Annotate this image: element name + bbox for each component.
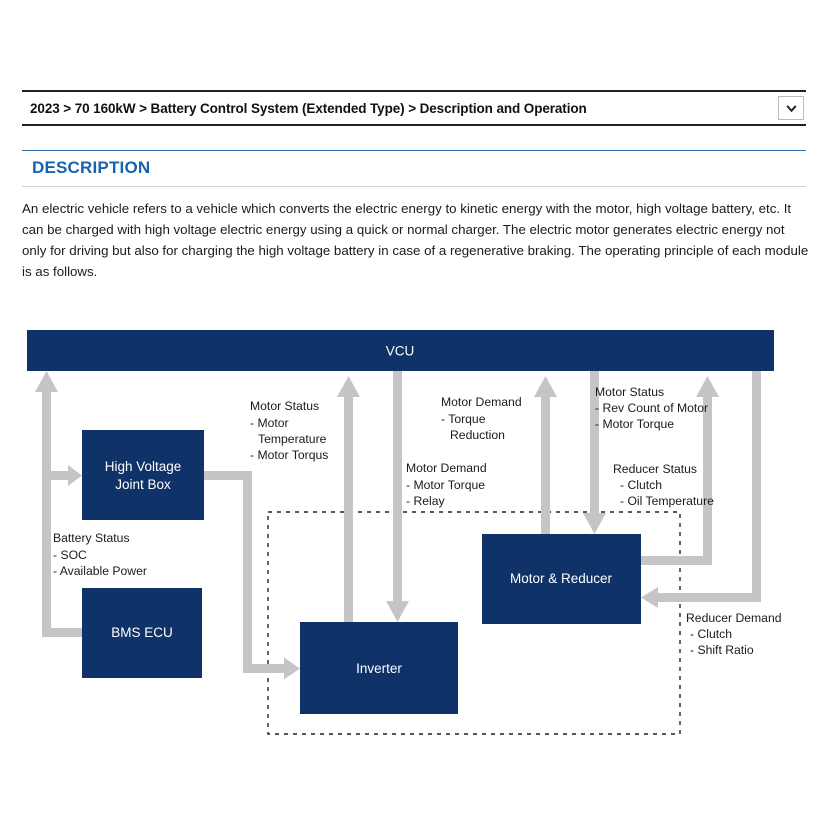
block-vcu-label: VCU — [386, 344, 415, 359]
block-high-voltage-joint-box-label-1: High Voltage — [105, 459, 182, 474]
arrow-vcu-to-motor-v — [590, 371, 599, 516]
annotation-layer: Battery Status - SOC - Available Power M… — [53, 385, 782, 657]
block-inverter — [300, 622, 458, 714]
annotation-motor-status-left-item-2: - Motor Torqus — [250, 448, 328, 462]
section-rule-bottom — [22, 186, 806, 187]
arrow-head-motor-to-vcu — [534, 376, 557, 397]
block-motor-reducer-label: Motor & Reducer — [510, 571, 613, 586]
arrow-hvjb-to-inverter-h1 — [204, 471, 248, 480]
page-title: DESCRIPTION — [32, 158, 151, 177]
block-vcu — [27, 330, 774, 371]
arrow-reducer-status-h — [641, 556, 712, 565]
arrow-reducer-demand-h — [657, 593, 761, 602]
arrow-head-reducer-status-to-vcu — [696, 376, 719, 397]
annotation-battery-status-item-1: - Available Power — [53, 564, 147, 578]
arrow-head-to-inverter-left — [284, 657, 300, 680]
arrow-reducer-demand-v — [752, 371, 761, 598]
arrow-hvjb-to-inverter-v — [243, 471, 252, 669]
block-high-voltage-joint-box-label-2: Joint Box — [115, 477, 171, 492]
annotation-reducer-demand-title: Reducer Demand — [686, 611, 782, 625]
annotation-battery-status-item-0: - SOC — [53, 548, 87, 562]
dashed-boundary — [267, 511, 681, 735]
annotation-motor-status-left-item-1: Temperature — [258, 432, 327, 446]
block-bms-ecu — [82, 588, 202, 678]
breadcrumb-bar: 2023 > 70 160kW > Battery Control System… — [22, 90, 806, 126]
annotation-battery-status-title: Battery Status — [53, 531, 130, 545]
annotation-reducer-status-item-1: - Oil Temperature — [620, 494, 714, 508]
annotation-motor-demand-torque-reduction-title: Motor Demand — [441, 395, 522, 409]
annotation-reducer-demand-item-1: - Shift Ratio — [690, 643, 754, 657]
arrow-vcu-to-inverter-v — [393, 371, 402, 603]
arrow-head-vcu-to-inverter — [386, 601, 409, 622]
chevron-down-icon — [785, 104, 797, 112]
breadcrumb-dropdown-button[interactable] — [778, 96, 804, 120]
block-motor-reducer — [482, 534, 641, 624]
arrow-head-to-hvjb — [68, 465, 82, 486]
block-high-voltage-joint-box — [82, 430, 204, 520]
annotation-motor-status-right-item-0: - Rev Count of Motor — [595, 401, 708, 415]
section-rule-top — [22, 150, 806, 151]
arrow-layer — [35, 371, 761, 680]
arrow-branch-to-hvjb-shaft — [51, 471, 71, 480]
annotation-reducer-status-item-0: - Clutch — [620, 478, 662, 492]
arrow-head-to-vcu-left — [35, 371, 58, 392]
arrow-bms-to-vcu-h — [42, 628, 86, 637]
arrow-bms-to-vcu-v — [42, 385, 51, 637]
arrow-hvjb-to-inverter-h2 — [243, 664, 285, 673]
annotation-reducer-demand-item-0: - Clutch — [690, 627, 732, 641]
arrow-reducer-status-v — [703, 392, 712, 565]
annotation-motor-demand-relay-item-0: - Motor Torque — [406, 478, 485, 492]
arrow-head-vcu-to-motor — [583, 513, 606, 534]
block-bms-ecu-label: BMS ECU — [111, 625, 173, 640]
arrow-motor-to-vcu-v — [541, 392, 550, 534]
arrow-head-reducer-demand-to-motor — [641, 587, 658, 608]
annotation-reducer-status-title: Reducer Status — [613, 462, 697, 476]
breadcrumb: 2023 > 70 160kW > Battery Control System… — [30, 100, 587, 116]
annotation-motor-status-right-title: Motor Status — [595, 385, 664, 399]
annotation-motor-status-left-item-0: - Motor — [250, 416, 289, 430]
annotation-motor-demand-relay-item-1: - Relay — [406, 494, 446, 508]
annotation-motor-status-left-title: Motor Status — [250, 399, 319, 413]
block-inverter-label: Inverter — [356, 661, 402, 676]
description-paragraph: An electric vehicle refers to a vehicle … — [22, 201, 809, 279]
annotation-motor-status-right-item-1: - Motor Torque — [595, 417, 674, 431]
annotation-motor-demand-relay-title: Motor Demand — [406, 461, 487, 475]
annotation-motor-demand-torque-reduction-item-0: - Torque — [441, 412, 486, 426]
arrow-head-inverter-to-vcu — [337, 376, 360, 397]
block-layer: VCU High Voltage Joint Box BMS ECU Inver… — [27, 330, 774, 714]
annotation-motor-demand-torque-reduction-item-1: Reduction — [450, 428, 505, 442]
arrow-inverter-to-vcu-v — [344, 392, 353, 622]
